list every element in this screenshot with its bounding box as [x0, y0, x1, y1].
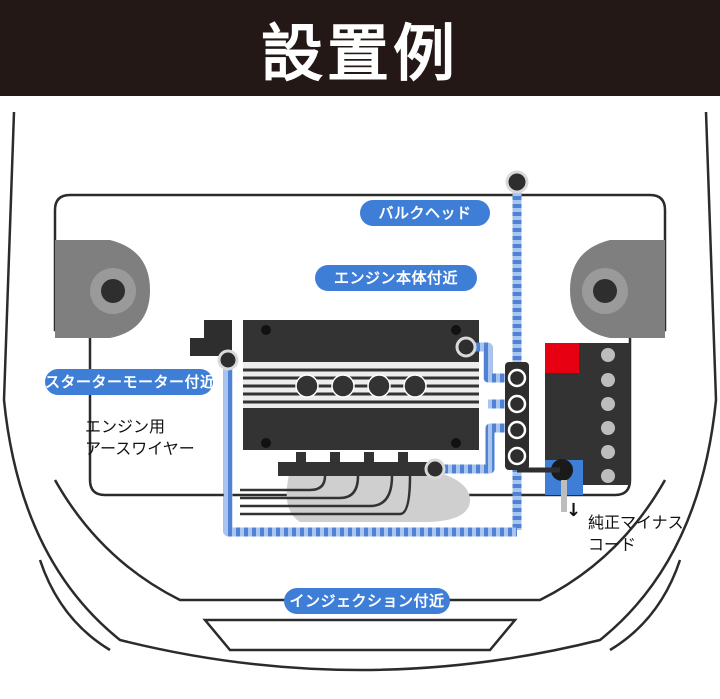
page-title: 設置例 — [260, 17, 459, 90]
battery — [545, 343, 630, 512]
exhaust-manifold — [286, 470, 470, 522]
car-hood-outline — [2, 111, 718, 672]
starter-motor-label: スターターモーター付近 — [45, 369, 215, 395]
negative-cord-label: 純正マイナス コード — [588, 513, 684, 554]
engine-ground-wire-label: エンジン用 アースワイヤー — [85, 417, 195, 458]
bulkhead-label: バルクヘッド — [360, 200, 490, 226]
engine-bay-diagram — [2, 111, 718, 672]
header-bar: 設置例 — [0, 0, 720, 96]
connection-points — [217, 170, 529, 480]
left-strut-tower — [55, 240, 150, 338]
down-arrow-icon: ↓ — [566, 500, 582, 521]
terminal-block — [505, 362, 529, 470]
right-strut-tower — [570, 240, 665, 338]
exhaust-pipes — [240, 475, 412, 516]
injection-label: インジェクション付近 — [284, 588, 450, 614]
engine-block — [243, 320, 479, 476]
engine-body-label: エンジン本体付近 — [315, 265, 477, 291]
